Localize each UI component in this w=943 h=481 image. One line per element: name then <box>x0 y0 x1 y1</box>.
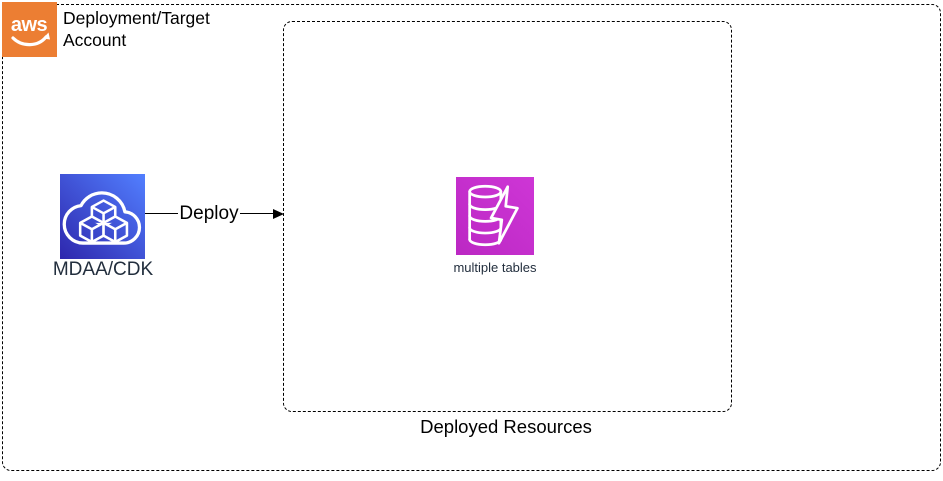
cloud-outline-icon <box>62 191 142 245</box>
deploy-arrow-label: Deploy <box>179 202 239 224</box>
deployed-resources-box <box>283 21 732 412</box>
aws-logo-text: aws <box>11 14 48 36</box>
deploy-arrow: Deploy <box>145 200 284 227</box>
dynamodb-label: multiple tables <box>453 260 537 275</box>
arrow-line-right <box>239 213 273 214</box>
account-boundary-box <box>2 4 941 471</box>
arrowhead-icon <box>273 208 284 219</box>
cube-icon-left <box>78 215 105 244</box>
aws-logo-background <box>2 2 57 57</box>
lightning-bolt-icon <box>489 185 519 245</box>
deployed-resources-caption: Deployed Resources <box>420 416 592 437</box>
dynamodb-icon <box>456 177 534 255</box>
aws-smile-arrow-tip <box>43 32 50 40</box>
cube-icon-right <box>102 215 129 244</box>
arrow-line-left <box>145 213 179 214</box>
aws-logo-icon: aws <box>2 2 57 57</box>
cdk-label: MDAA/CDK <box>52 259 154 280</box>
aws-smile-curve <box>11 35 48 47</box>
account-title: Deployment/Target Account <box>63 8 210 50</box>
cdk-cloudformation-icon <box>60 174 145 259</box>
